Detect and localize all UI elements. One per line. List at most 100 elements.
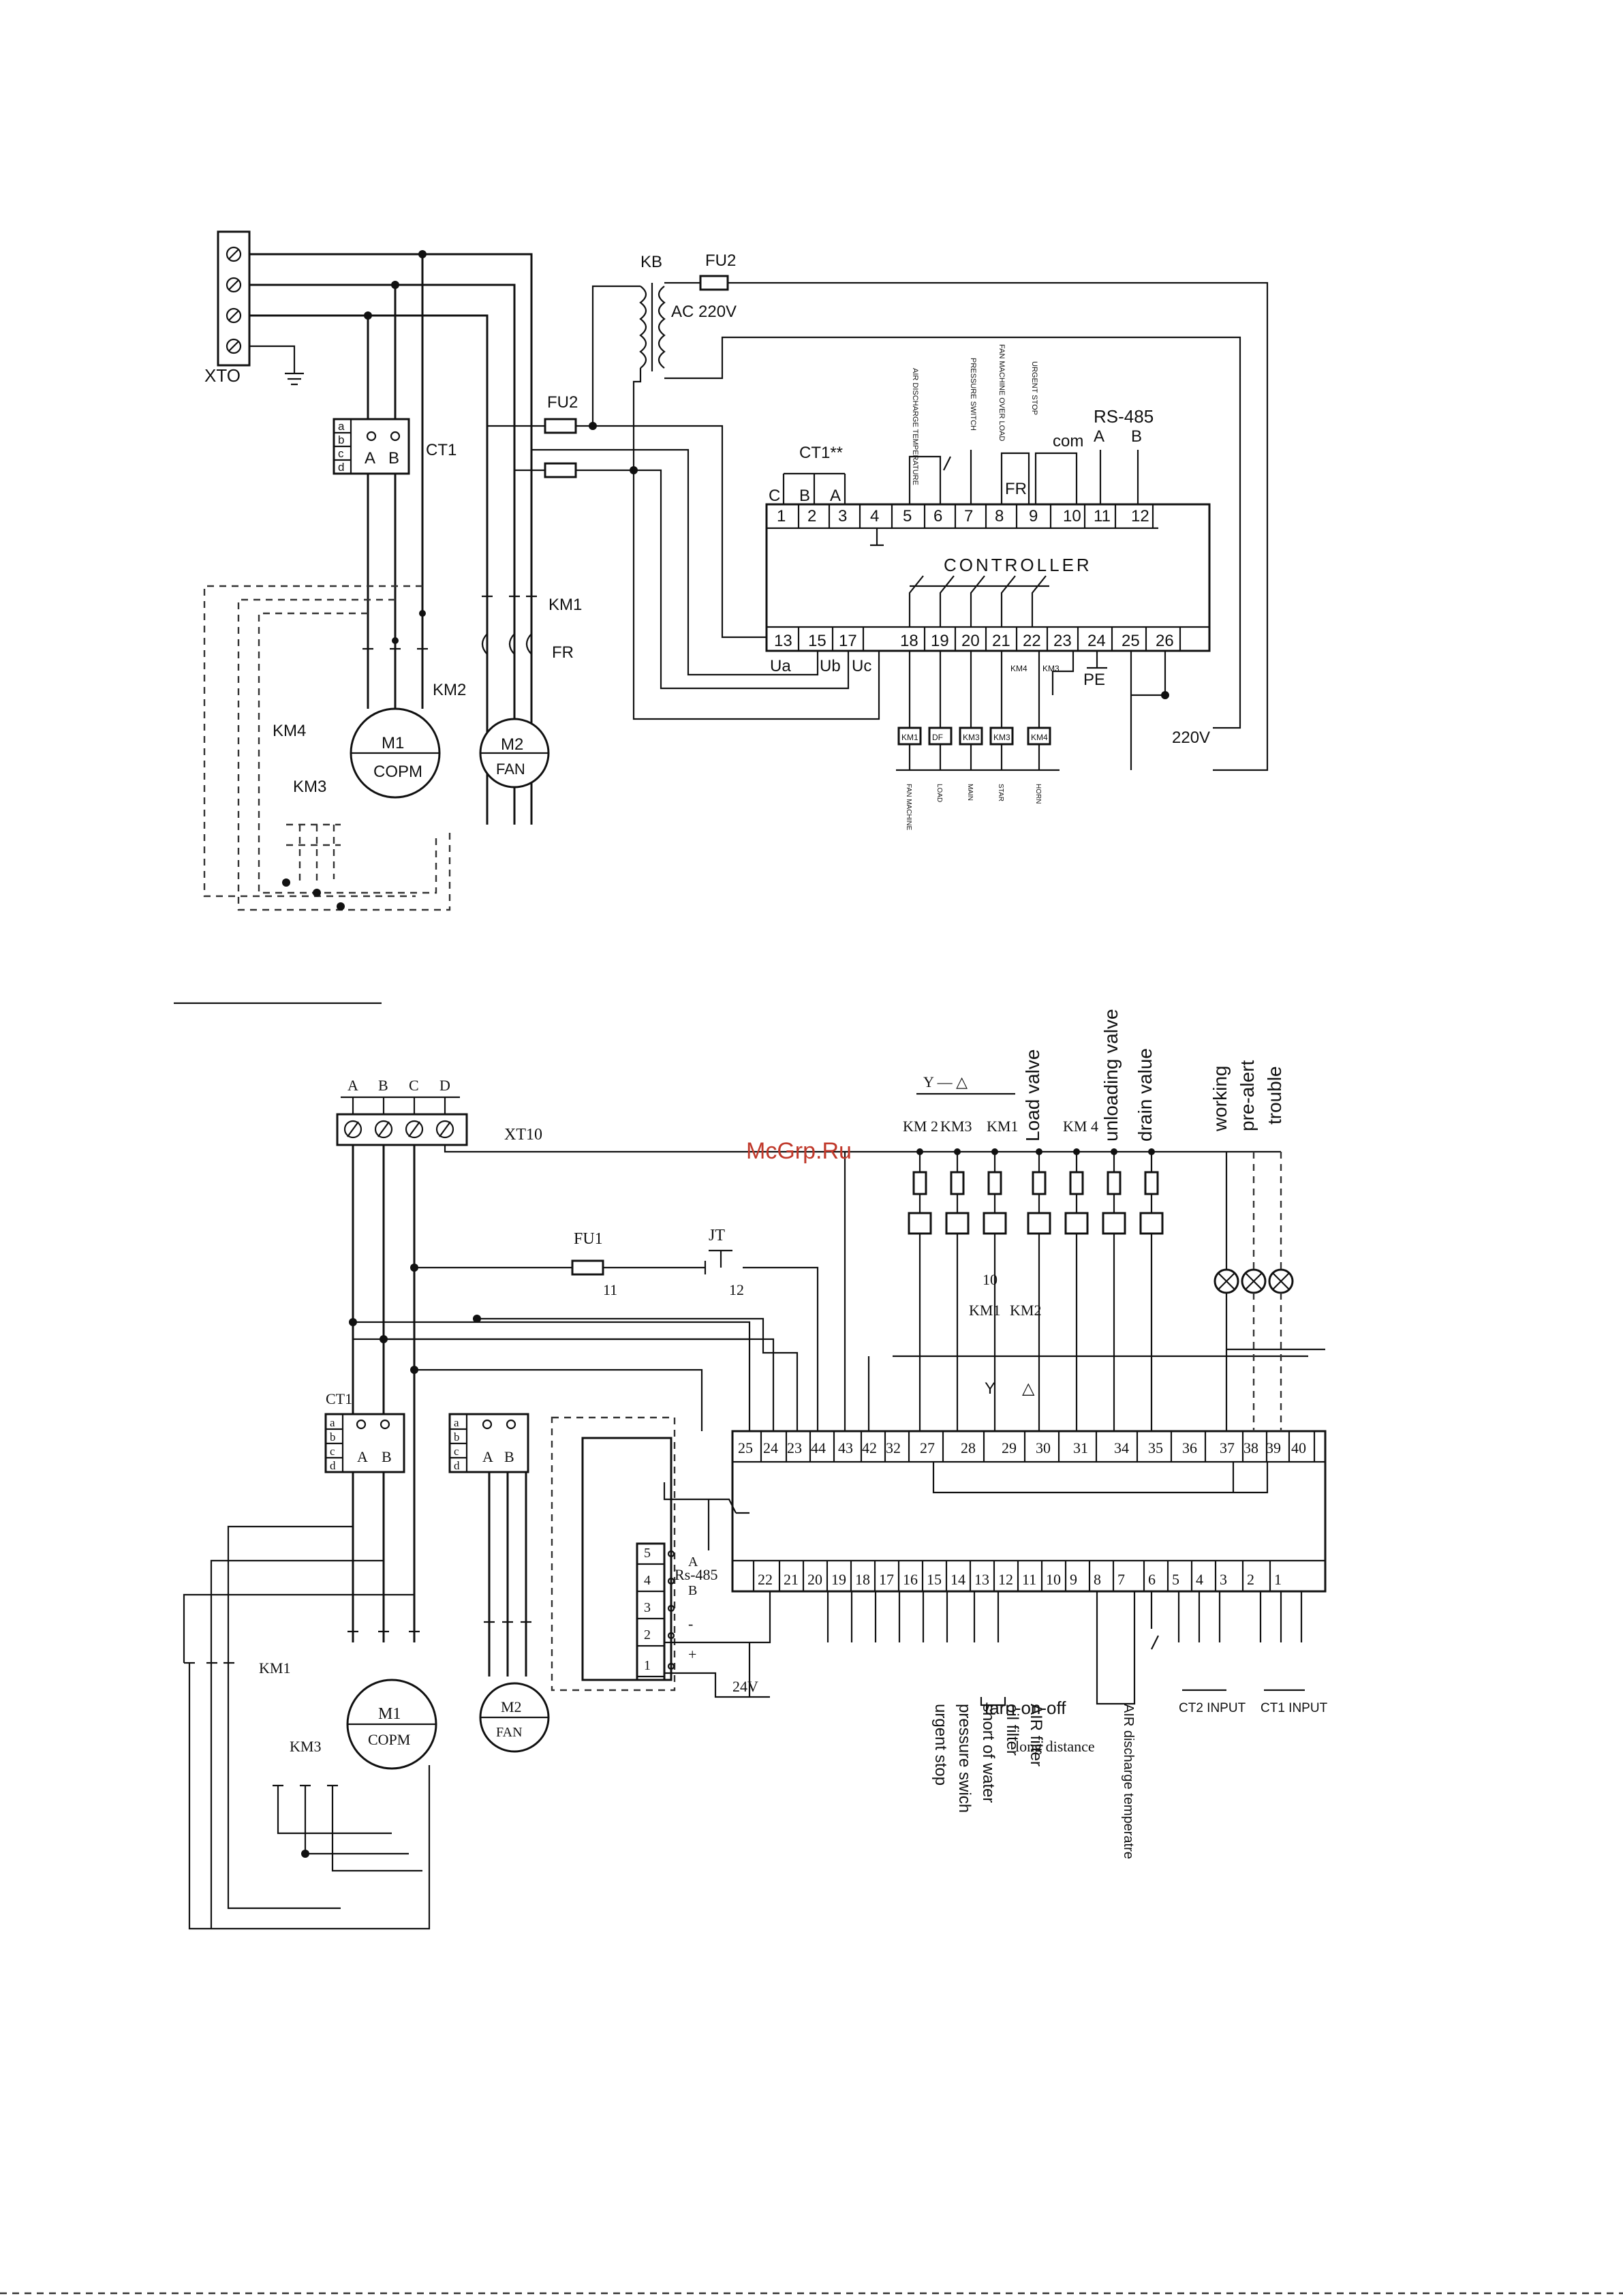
y-delta-label: Y — △ (923, 1073, 968, 1090)
ub-label: Ub (820, 657, 841, 675)
fr-label: FR (552, 643, 574, 662)
tarn-on-off-label: tarn-on-off (985, 1698, 1066, 1718)
controller-title: CONTROLLER (944, 555, 1092, 575)
pe-label: PE (1083, 671, 1105, 689)
bottom-top-terminal-1: 24 (763, 1439, 778, 1456)
fu2-mid-label: FU2 (547, 393, 578, 412)
ct1b-out-a: A (357, 1448, 368, 1465)
bottom-top-terminal-3: 44 (811, 1439, 826, 1456)
coil-box-label-1: DF (932, 733, 943, 742)
input-label-4: AIR filter (1027, 1704, 1045, 1766)
relay-resistor-3 (1032, 1171, 1047, 1195)
indicator-lamps (1214, 1152, 1325, 1431)
ct1-input-label-bottom: CT1 INPUT (1261, 1701, 1328, 1715)
output-label-4: pre-alert (1237, 1060, 1258, 1131)
bottom-bottom-terminal-15: 7 (1117, 1571, 1125, 1588)
fr-controller-label: FR (1005, 480, 1027, 498)
bottom-terminal-7: 22 (1023, 632, 1041, 650)
bottom-top-terminal-5: 42 (862, 1439, 877, 1456)
bottom-bottom-terminal-19: 3 (1220, 1571, 1227, 1588)
ct2-out-b: B (504, 1448, 514, 1465)
ct1-in-b: B (799, 487, 810, 505)
watermark-text: McGrp.Ru (746, 1138, 852, 1164)
ct1-letter-b: b (338, 433, 344, 446)
ct1b-label: CT1 (326, 1390, 352, 1407)
ct1b-letter-a: a (330, 1416, 335, 1429)
input-label-0: urgent stop (931, 1704, 950, 1786)
fuse-fu2-low (544, 462, 577, 478)
ua-label: Ua (770, 657, 791, 675)
input-label-3: oil filter (1003, 1704, 1021, 1756)
bottom-terminal-0: 13 (774, 632, 792, 650)
relay-resistor-1 (950, 1171, 965, 1195)
bottom-terminal-3: 18 (900, 632, 918, 650)
coil-box-4 (1027, 726, 1051, 746)
coil-box-label-0: KM1 (901, 733, 918, 742)
rs485-connector (636, 1542, 666, 1681)
xto-screw-icons (226, 246, 242, 354)
km1-label: KM1 (548, 596, 582, 614)
ground-icon (249, 345, 304, 386)
bottom-terminal-9: 24 (1087, 632, 1106, 650)
bottom-bottom-terminal-8: 14 (950, 1571, 965, 1588)
coil-name-3: STAR (997, 784, 1004, 801)
uc-label: Uc (852, 657, 871, 675)
relay-resistor-2 (987, 1171, 1002, 1195)
ct2-letter-d: d (454, 1459, 460, 1472)
output-label-0: Load valve (1022, 1050, 1043, 1142)
delta-mark: △ (1022, 1379, 1035, 1398)
bottom-bottom-terminal-14: 8 (1094, 1571, 1101, 1588)
relay-coil-4 (1064, 1212, 1089, 1235)
km3-dashed-contacts (286, 823, 341, 886)
ct1-out-a: A (365, 449, 375, 468)
relay-coil-5 (1102, 1212, 1126, 1235)
contact-km1-label: KM1 (969, 1302, 1000, 1319)
m1b-label: M1 (378, 1705, 401, 1723)
long-distance-label: long distance (1015, 1738, 1095, 1755)
km2-label: KM2 (433, 681, 466, 699)
fu2-top-label: FU2 (705, 251, 736, 270)
air-discharge-temp-label: AIR discharge temperatre (1121, 1704, 1136, 1859)
connector-pin-2: 3 (644, 1600, 651, 1615)
km3-label: KM3 (293, 778, 326, 796)
coil-label-2: KM1 (987, 1118, 1018, 1135)
contact-number: 10 (983, 1271, 998, 1288)
xt10-screw-icons (343, 1120, 454, 1139)
km1-fr-contacts (481, 595, 537, 655)
fu1-label: FU1 (574, 1230, 603, 1248)
ct1b-letter-c: c (330, 1445, 335, 1458)
ct1-out-b: B (388, 449, 399, 468)
input-label-1: pressure swich (955, 1704, 974, 1813)
phase-letter-0: A (347, 1077, 358, 1094)
top-terminal-5: 5 (903, 507, 912, 525)
bottom-bottom-terminal-9: 13 (974, 1571, 989, 1588)
ct1-in-c: C (769, 487, 780, 505)
xt10-terminal-block (336, 1113, 468, 1146)
output-label-3: working (1209, 1066, 1231, 1132)
connector-pin-3: 2 (644, 1627, 651, 1642)
relay-resistor-0 (912, 1171, 927, 1195)
controller-bottom-box (731, 1430, 1327, 1593)
rs485-b: B (1131, 427, 1142, 446)
bottom-bottom-terminal-4: 18 (855, 1571, 870, 1588)
transformer-primary-coil (639, 286, 647, 369)
bottom-bottom-terminal-13: 9 (1070, 1571, 1077, 1588)
bottom-top-terminal-15: 37 (1220, 1439, 1235, 1456)
bottom-terminal-6: 21 (992, 632, 1010, 650)
top-terminal-12: 12 (1131, 507, 1149, 525)
bottom-bottom-terminal-5: 17 (879, 1571, 894, 1588)
bottom-top-terminal-14: 36 (1182, 1439, 1197, 1456)
bottom-top-terminal-6: 32 (886, 1439, 901, 1456)
coil-label-3: KM 4 (1063, 1118, 1098, 1135)
m1-label: M1 (382, 734, 404, 752)
connector-pin-0: 5 (644, 1546, 651, 1561)
bottom-terminal-4: 19 (931, 632, 949, 650)
top-terminal-2: 2 (807, 507, 816, 525)
m1-sub-label: COPM (373, 763, 422, 781)
fuse-fu2-top (699, 275, 729, 291)
rs485-a: A (1094, 427, 1104, 446)
v220-label: 220V (1172, 729, 1210, 747)
bottom-top-terminal-4: 43 (838, 1439, 853, 1456)
